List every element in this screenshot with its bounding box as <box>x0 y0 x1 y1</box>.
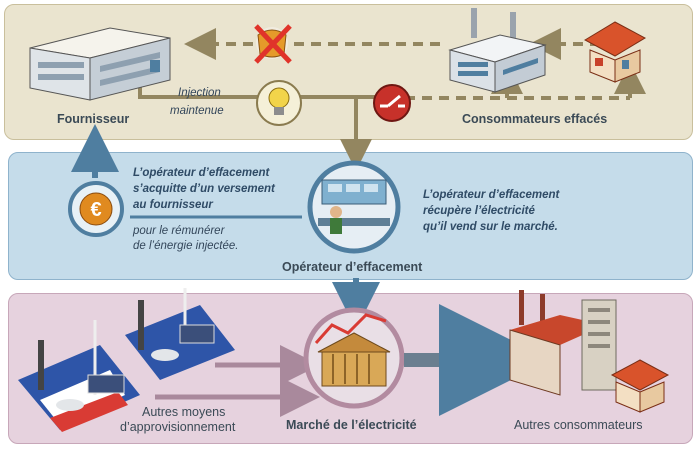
recovery-text-line3: qu’il vend sur le marché. <box>423 221 558 233</box>
recovery-text-line1: L’opérateur d’effacement <box>423 189 560 201</box>
other-consumers-label: Autres consommateurs <box>514 418 643 432</box>
market-building-icon <box>303 307 405 409</box>
switch-icon <box>373 84 411 122</box>
power-sources <box>18 288 235 432</box>
light-bulb-icon <box>256 80 302 126</box>
other-sources-label-line1: Autres moyens <box>142 405 226 419</box>
other-consumers-buildings <box>509 290 670 413</box>
supplier-building <box>29 27 171 101</box>
other-sources-label-line2: d’approvisionnement <box>120 420 236 434</box>
remuneration-text-line2: de l’énergie injectée. <box>133 240 239 252</box>
house-top <box>583 21 647 83</box>
crossed-out-fuel-icon <box>254 24 292 64</box>
payment-text-line3: au fournisseur <box>133 199 213 211</box>
payment-text-line2: s’acquitte d’un versement <box>133 183 275 195</box>
injection-label-line2: maintenue <box>170 105 224 117</box>
market-label: Marché de l’électricité <box>286 418 417 432</box>
erased-consumers-label: Consommateurs effacés <box>462 112 608 126</box>
recovery-text-line2: récupère l’électricité <box>423 205 535 217</box>
svg-text:€: € <box>90 199 101 221</box>
supplier-label: Fournisseur <box>57 112 130 126</box>
operator-label: Opérateur d’effacement <box>282 260 423 274</box>
injection-label-line1: Injection <box>178 87 221 99</box>
remuneration-text-line1: pour le rémunérer <box>133 225 225 237</box>
operator-workstation-icon <box>307 160 401 254</box>
euro-coin-icon: € <box>68 181 124 237</box>
payment-text-line1: L’opérateur d’effacement <box>133 167 270 179</box>
factory-building <box>448 8 547 93</box>
